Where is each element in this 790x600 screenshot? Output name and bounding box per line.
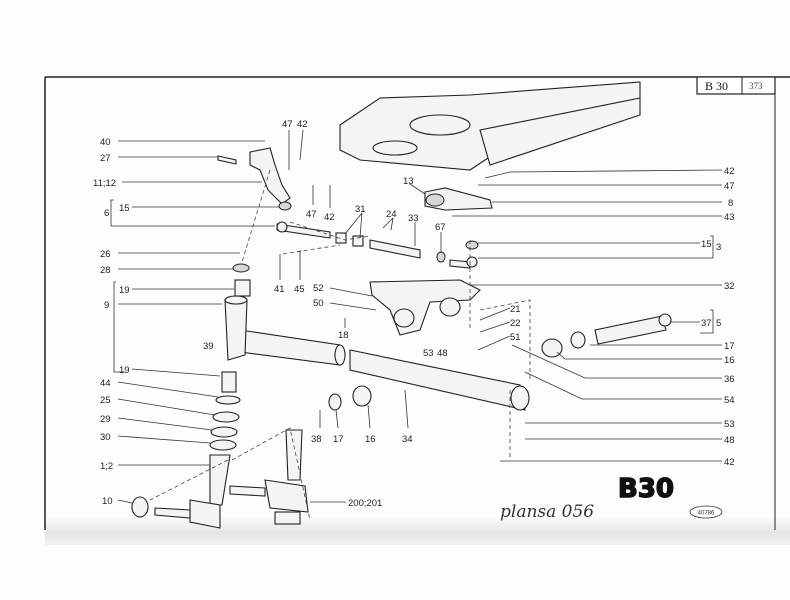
- callout: 25: [100, 395, 111, 406]
- callout: 26: [100, 249, 111, 260]
- callout: 18: [338, 330, 349, 341]
- callout: 37: [701, 318, 712, 329]
- callout: 38: [311, 434, 322, 445]
- callout: 67: [435, 222, 446, 233]
- callout: 53: [423, 348, 434, 359]
- callout: 47: [282, 119, 293, 130]
- axle-pin-drawing: [541, 313, 672, 358]
- callout: 24: [386, 209, 397, 220]
- callout: 32: [724, 281, 735, 292]
- page-number: 373: [749, 81, 763, 91]
- callout: 11;12: [93, 178, 116, 189]
- callout: 9: [104, 300, 109, 311]
- callout: 43: [724, 212, 735, 223]
- tractor-frame-drawing: [339, 81, 641, 171]
- callout: 42: [324, 212, 335, 223]
- group-code: B 30: [705, 79, 728, 93]
- callout: 42: [724, 166, 735, 177]
- callout: 200;201: [348, 498, 382, 509]
- callout: 36: [724, 374, 735, 385]
- callout-labels: 40 27 11;12 15 6 26 28 19 9 39 19 44 25 …: [93, 119, 735, 509]
- callout: 54: [724, 395, 735, 406]
- callout: 6: [104, 208, 109, 219]
- callout: 8: [728, 198, 733, 209]
- callout: 13: [403, 176, 414, 187]
- title-box: [696, 76, 776, 95]
- callout: 50: [313, 298, 324, 309]
- callout: 17: [333, 434, 344, 445]
- callout: 39: [203, 341, 214, 352]
- callout: 31: [355, 204, 366, 215]
- callout: 48: [724, 435, 735, 446]
- callout: 42: [297, 119, 308, 130]
- callout: 34: [402, 434, 413, 445]
- callout: 1;2: [100, 461, 113, 472]
- callout: 22: [510, 318, 521, 329]
- callout: 47: [724, 181, 735, 192]
- front-axle-drawing: [224, 263, 530, 411]
- steering-parts-drawing: [217, 147, 493, 269]
- callout: 30: [100, 432, 111, 443]
- scan-shadow: [45, 515, 790, 545]
- callout: 5: [716, 318, 721, 329]
- big-group-label: B30: [618, 474, 674, 504]
- callout: 21: [510, 304, 521, 315]
- callout: 10: [102, 496, 113, 507]
- leader-lines: [110, 129, 723, 504]
- callout: 3: [716, 242, 721, 253]
- callout: 48: [437, 348, 448, 359]
- callout: 29: [100, 414, 111, 425]
- callout: 16: [365, 434, 376, 445]
- callout: 44: [100, 378, 111, 389]
- callout: 45: [294, 284, 305, 295]
- callout: 16: [724, 355, 735, 366]
- callout: 19: [119, 365, 130, 376]
- callout: 15: [119, 203, 130, 214]
- callout: 53: [724, 419, 735, 430]
- callout: 27: [100, 153, 111, 164]
- callout: 33: [408, 213, 419, 224]
- stamp-oval: [689, 505, 723, 519]
- handwritten-note: plansa 056: [500, 502, 594, 522]
- steering-knuckle-drawing: [131, 371, 372, 529]
- callout: 17: [724, 341, 735, 352]
- stamp-number: 40786: [698, 511, 715, 517]
- callout: 52: [313, 283, 324, 294]
- callout: 19: [119, 285, 130, 296]
- axle-support-bracket-drawing: [369, 279, 481, 336]
- callout: 51: [510, 332, 521, 343]
- callout: 41: [274, 284, 285, 295]
- callout: 28: [100, 265, 111, 276]
- callout: 47: [306, 209, 317, 220]
- callout: 42: [724, 457, 735, 468]
- callout: 40: [100, 137, 111, 148]
- callout: 15: [701, 239, 712, 250]
